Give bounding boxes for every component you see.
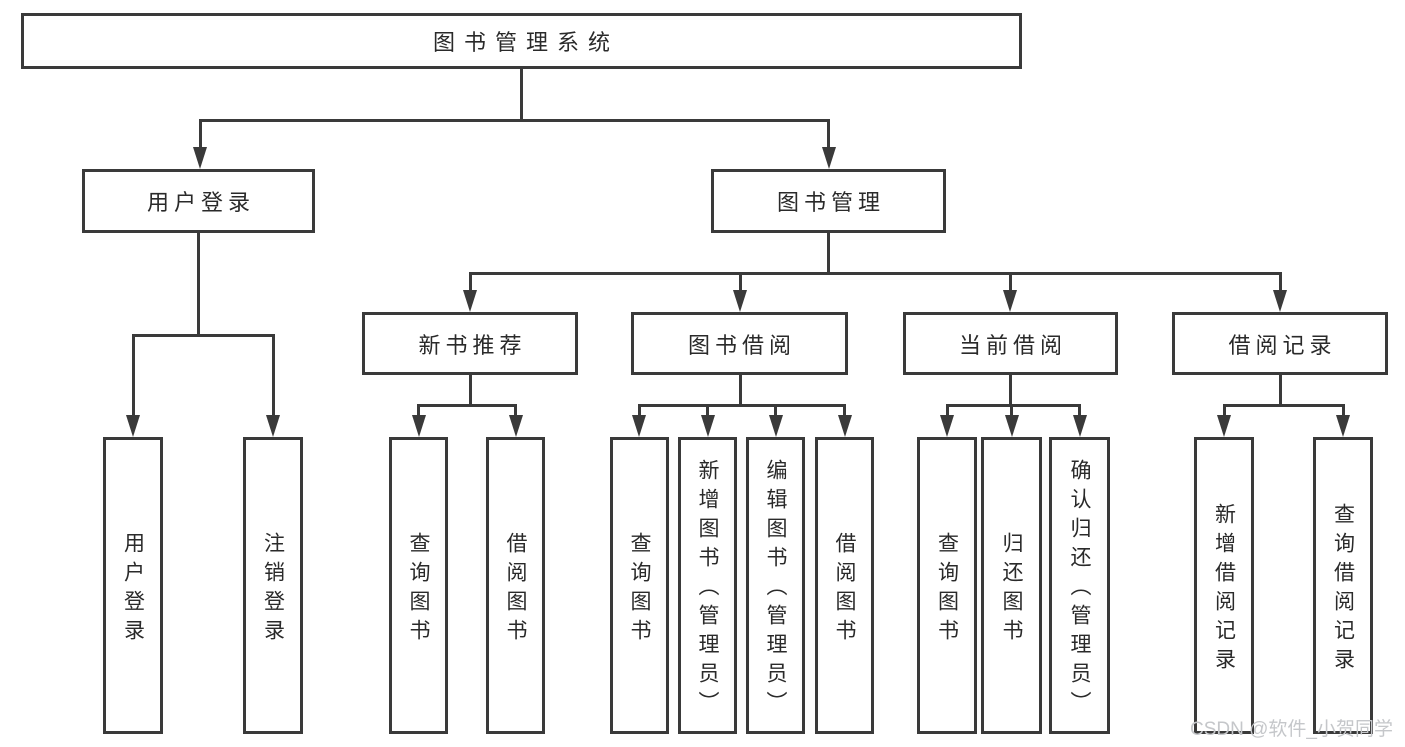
leaf-borrow-edit-book-admin-label: 编辑图书（管理员） bbox=[764, 459, 787, 720]
leaf-records-add-record-label: 新增借阅记录 bbox=[1212, 502, 1236, 677]
arrowhead-down-icon bbox=[508, 415, 523, 437]
leaf-recommend-query-book: 查询图书 bbox=[389, 437, 448, 734]
arrowhead-down-icon bbox=[266, 415, 280, 437]
connector-rail-new-book-recommend bbox=[417, 404, 517, 407]
leaf-records-query-record: 查询借阅记录 bbox=[1313, 437, 1373, 734]
leaf-current-confirm-return-admin-label: 确认归还（管理员） bbox=[1068, 459, 1091, 720]
connector-line bbox=[1341, 404, 1345, 417]
leaf-recommend-borrow-book: 借阅图书 bbox=[486, 437, 545, 734]
connector-line bbox=[1222, 404, 1226, 417]
arrowhead-down-icon bbox=[1072, 415, 1087, 437]
leaf-current-return-book-label: 归还图书 bbox=[1000, 531, 1023, 648]
connector-line bbox=[774, 404, 777, 417]
connector-line bbox=[738, 272, 742, 290]
connector-line bbox=[1010, 404, 1013, 417]
connector-line bbox=[637, 404, 641, 417]
connector-stem-current-borrow bbox=[1008, 375, 1012, 407]
connector-rail-current-borrow bbox=[945, 404, 1081, 407]
connector-stem-book-borrow bbox=[738, 375, 742, 407]
connector-rail-level1 bbox=[198, 119, 829, 122]
node-user-login-label: 用户登录 bbox=[146, 190, 255, 215]
leaf-borrow-add-book-admin-label: 新增图书（管理员） bbox=[696, 459, 719, 720]
leaf-borrow-query-book: 查询图书 bbox=[610, 437, 669, 734]
connector-rail-borrow-records bbox=[1222, 404, 1345, 407]
connector-stem-user-login bbox=[197, 233, 200, 337]
node-book-borrow-label: 图书借阅 bbox=[687, 332, 796, 358]
connector-line bbox=[198, 119, 202, 149]
leaf-user-login: 用户登录 bbox=[103, 437, 163, 734]
arrowhead-down-icon bbox=[632, 415, 646, 437]
connector-line bbox=[417, 404, 420, 417]
connector-stem-book-management bbox=[827, 233, 830, 275]
leaf-borrow-add-book-admin: 新增图书（管理员） bbox=[678, 437, 737, 734]
csdn-watermark: CSDN @软件_小贺同学 bbox=[1190, 719, 1393, 740]
leaf-records-add-record: 新增借阅记录 bbox=[1194, 437, 1254, 734]
connector-line bbox=[1008, 272, 1012, 290]
leaf-current-return-book: 归还图书 bbox=[981, 437, 1042, 734]
node-borrow-records-label: 借阅记录 bbox=[1228, 332, 1337, 358]
node-user-login: 用户登录 bbox=[82, 169, 315, 233]
arrowhead-down-icon bbox=[1003, 290, 1017, 312]
connector-rail-user-login bbox=[131, 334, 275, 337]
arrowhead-down-icon bbox=[411, 415, 426, 437]
connector-line bbox=[827, 119, 830, 149]
arrowhead-down-icon bbox=[193, 147, 207, 169]
arrowhead-down-icon bbox=[1004, 415, 1019, 437]
arrowhead-down-icon bbox=[700, 415, 715, 437]
node-book-management-label: 图书管理 bbox=[776, 190, 885, 215]
node-current-borrow-label: 当前借阅 bbox=[958, 332, 1067, 358]
node-current-borrow: 当前借阅 bbox=[903, 312, 1118, 375]
node-root: 图书管理系统 bbox=[21, 13, 1022, 69]
leaf-current-confirm-return-admin: 确认归还（管理员） bbox=[1049, 437, 1110, 734]
leaf-borrow-borrow-book: 借阅图书 bbox=[815, 437, 874, 734]
leaf-current-query-book: 查询图书 bbox=[917, 437, 977, 734]
connector-line bbox=[1278, 272, 1282, 290]
connector-line bbox=[131, 334, 135, 416]
connector-line bbox=[1078, 404, 1081, 417]
node-new-book-recommend-label: 新书推荐 bbox=[418, 332, 527, 358]
leaf-recommend-query-book-label: 查询图书 bbox=[407, 531, 430, 648]
arrowhead-down-icon bbox=[821, 147, 836, 169]
arrowhead-down-icon bbox=[1273, 290, 1287, 312]
leaf-borrow-borrow-book-label: 借阅图书 bbox=[833, 531, 856, 648]
arrowhead-down-icon bbox=[837, 415, 852, 437]
connector-line bbox=[468, 272, 472, 290]
leaf-borrow-query-book-label: 查询图书 bbox=[628, 531, 651, 648]
arrowhead-down-icon bbox=[463, 290, 477, 312]
leaf-borrow-edit-book-admin: 编辑图书（管理员） bbox=[746, 437, 805, 734]
leaf-records-query-record-label: 查询借阅记录 bbox=[1331, 502, 1355, 677]
leaf-current-query-book-label: 查询图书 bbox=[935, 531, 959, 648]
connector-line bbox=[271, 334, 275, 416]
arrowhead-down-icon bbox=[126, 415, 140, 437]
node-new-book-recommend: 新书推荐 bbox=[362, 312, 578, 375]
connector-line bbox=[514, 404, 517, 417]
leaf-logout: 注销登录 bbox=[243, 437, 303, 734]
connector-stem-new-book-recommend bbox=[468, 375, 472, 407]
connector-rail-level2 bbox=[468, 272, 1282, 275]
node-borrow-records: 借阅记录 bbox=[1172, 312, 1388, 375]
connector-line bbox=[843, 404, 846, 417]
leaf-logout-label: 注销登录 bbox=[261, 531, 285, 648]
node-book-borrow: 图书借阅 bbox=[631, 312, 848, 375]
arrowhead-down-icon bbox=[1217, 415, 1231, 437]
connector-line bbox=[706, 404, 709, 417]
arrowhead-down-icon bbox=[733, 290, 747, 312]
connector-rail-book-borrow bbox=[637, 404, 846, 407]
arrowhead-down-icon bbox=[940, 415, 954, 437]
arrowhead-down-icon bbox=[768, 415, 783, 437]
leaf-recommend-borrow-book-label: 借阅图书 bbox=[504, 531, 527, 648]
connector-line bbox=[945, 404, 949, 417]
connector-stem-borrow-records bbox=[1278, 375, 1282, 407]
connector-stem-root bbox=[519, 69, 523, 119]
arrowhead-down-icon bbox=[1336, 415, 1350, 437]
node-book-management: 图书管理 bbox=[711, 169, 946, 233]
leaf-user-login-label: 用户登录 bbox=[121, 531, 145, 648]
node-root-label: 图书管理系统 bbox=[432, 30, 619, 55]
